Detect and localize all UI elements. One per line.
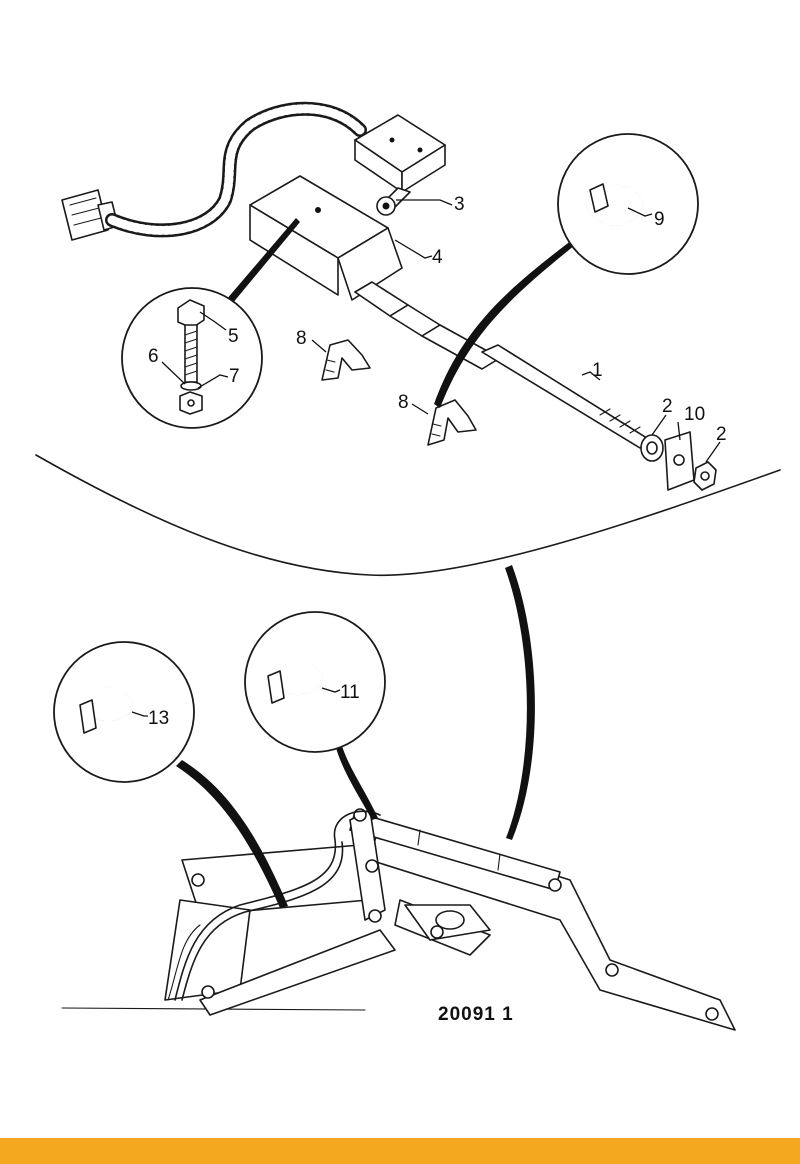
bracket-clips — [321, 339, 477, 446]
detail-circle-bolt — [121, 218, 300, 429]
washer-nut-set — [640, 431, 717, 491]
callout-4: 4 — [432, 247, 443, 268]
callout-2-nut: 2 — [716, 424, 727, 445]
detail-circle-clamp-9 — [434, 133, 699, 408]
threaded-rod — [354, 281, 651, 449]
callout-8-left: 8 — [296, 328, 307, 349]
bottom-accent-bar — [0, 1138, 800, 1164]
section-connector-leader — [505, 565, 535, 840]
callout-13: 13 — [148, 708, 169, 729]
figure-number: 20091 1 — [438, 1004, 514, 1025]
callout-6: 6 — [148, 346, 159, 367]
section-divider-curve — [35, 454, 781, 577]
sensor-module — [249, 114, 446, 301]
callout-10: 10 — [684, 404, 705, 425]
loader-boom-assembly — [61, 808, 736, 1031]
callout-2-washer: 2 — [662, 396, 673, 417]
detail-circle-clamp-13 — [53, 641, 288, 908]
callout-9: 9 — [654, 209, 665, 230]
callout-3: 3 — [454, 194, 465, 215]
callout-11: 11 — [340, 682, 360, 703]
wiring-harness — [61, 101, 367, 241]
callout-leaders — [131, 199, 721, 717]
detail-circle-clamp-11 — [244, 611, 386, 820]
callout-1: 1 — [592, 360, 603, 381]
callout-5: 5 — [228, 326, 239, 347]
callout-7: 7 — [229, 366, 240, 387]
callout-8-center: 8 — [398, 392, 409, 413]
